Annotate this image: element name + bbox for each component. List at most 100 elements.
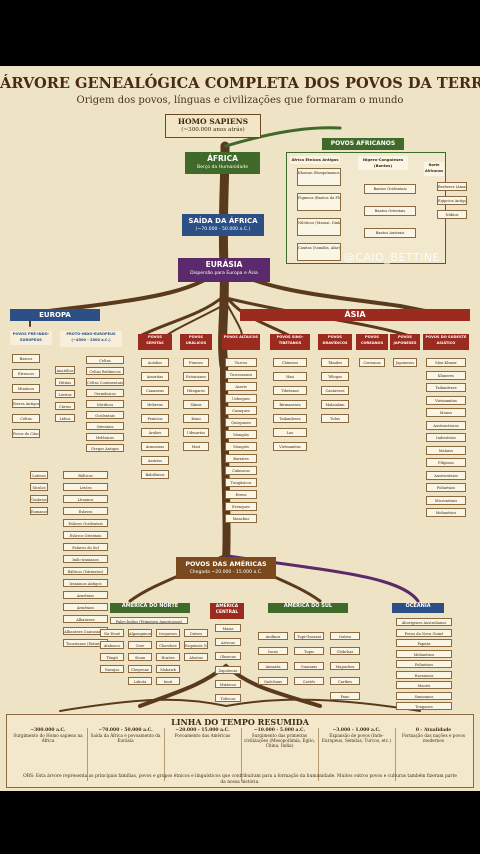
balto-slavic-item: Lituanos bbox=[63, 495, 108, 503]
italic-item: Romanos bbox=[30, 507, 48, 515]
asia-people-item: Cananeus bbox=[141, 386, 169, 395]
root-date: (~300.000 anos atrás) bbox=[181, 127, 245, 133]
asia-people-item: Austronésios bbox=[426, 470, 466, 480]
balto-slavic-item: Eslavos Ocidentais bbox=[63, 519, 108, 527]
africa-name: ÁFRICA bbox=[207, 154, 238, 163]
proto-indo-european-header: PROTO-INDO-EUROPEUS (~4500 - 2500 a.C.) bbox=[60, 331, 122, 347]
asia-people-item: Húngaros bbox=[183, 386, 209, 395]
balto-slavic-item: Armênios bbox=[63, 603, 108, 611]
asia-group-header: POVOS SINO-TIBETANOS bbox=[270, 334, 310, 350]
asia-people-item: Quirguizes bbox=[225, 418, 257, 427]
asia-group-header: POVOS SEMITAS bbox=[138, 334, 172, 350]
north-american-people-item: Mohawk bbox=[156, 665, 180, 673]
south-american-people-item: Outros bbox=[330, 632, 360, 640]
americas-sub: Chegada ~20.000 - 15.000 a.C. bbox=[189, 570, 263, 575]
central-american-people-item: Toltecas bbox=[215, 694, 241, 702]
timeline-date: ~10.000 - 5.000 a.C. bbox=[253, 728, 306, 733]
asia-group-header: POVOS COREANOS bbox=[356, 334, 388, 350]
oceania-people-item: Tonganos bbox=[396, 702, 452, 710]
central-america-header: AMÉRICA CENTRAL bbox=[210, 603, 244, 619]
timeline-text: Formação das nações e povos modernos bbox=[401, 733, 466, 743]
asia-people-item: Hebreus bbox=[141, 400, 169, 409]
african-group-header: Nigero-Congoleses (Bantos) bbox=[358, 156, 408, 170]
pre-indo-european-item: Povos do Cáucaso Antigo bbox=[12, 429, 40, 438]
north-america-header: AMÉRICA DO NORTE bbox=[110, 603, 190, 613]
eurasia-name: EURÁSIA bbox=[205, 260, 243, 269]
african-ancient-item: Nilóticos (Massai, Dinka, Nuer) bbox=[297, 218, 341, 236]
north-american-people-item: Algonquinos bbox=[128, 629, 152, 637]
asia-people-item: Han bbox=[273, 372, 307, 381]
timeline-title: LINHA DO TEMPO RESUMIDA bbox=[171, 717, 309, 727]
asia-people-item: Monos bbox=[426, 408, 466, 417]
timeline-text: Povoamento das Américas bbox=[174, 733, 231, 738]
eurasia-sub: Dispersão para Europa e Ásia bbox=[190, 271, 258, 276]
anatolian-item: Lídios bbox=[55, 414, 75, 422]
timeline-text: Saída da África e povoamento da Eurásia bbox=[90, 733, 161, 743]
north-african-item: Núbios bbox=[437, 210, 467, 219]
african-peoples-header: POVOS AFRICANOS bbox=[322, 138, 404, 150]
asia-group-header: POVOS DRAVÍDICOS bbox=[318, 334, 352, 350]
timeline-date: ~70.000 - 50.000 a.C. bbox=[98, 728, 153, 733]
south-american-people-item: Tupi-Guarani bbox=[294, 632, 324, 640]
asia-people-item: Babilônios bbox=[141, 470, 169, 479]
indo-european-item: Germânicos bbox=[86, 389, 124, 397]
north-american-people-item: Tlingit bbox=[100, 653, 124, 661]
balto-slavic-item: Bálticos (Sármatas) bbox=[63, 567, 108, 575]
asia-people-item: Mongóis bbox=[225, 430, 257, 439]
timeline-date: 0 - Atualidade bbox=[415, 728, 452, 733]
north-american-people-item: Esquimós (Inuítes) bbox=[184, 641, 208, 649]
african-group-header: Norte Africanos bbox=[424, 162, 444, 176]
timeline-panel bbox=[6, 714, 474, 788]
asia-people-item: Tâmiles bbox=[321, 358, 349, 367]
indo-european-item: Celtas Britânicos bbox=[86, 367, 124, 375]
north-american-people-item: Cherokee bbox=[156, 641, 180, 649]
central-american-people-item: Maias bbox=[215, 624, 241, 632]
central-american-people-item: Zapotecas bbox=[215, 666, 241, 674]
south-american-people-item: Incas bbox=[258, 647, 288, 655]
timeline-entry: ~3.000 - 1.000 a.C.Expansão de povos (In… bbox=[318, 728, 394, 781]
indo-european-item: Nórdicos bbox=[86, 400, 124, 408]
south-american-people-item: Pano bbox=[330, 692, 360, 700]
bantu-item: Bantos Austrais bbox=[364, 228, 416, 238]
italic-item: Úmbrios bbox=[30, 495, 48, 503]
timeline-text: Surgimento das primeiras civilizações (M… bbox=[243, 733, 316, 748]
asia-people-item: Vietnamitas bbox=[426, 395, 466, 405]
americas-name: POVOS DAS AMÉRICAS bbox=[185, 560, 267, 568]
central-american-people-item: Olmecas bbox=[215, 652, 241, 660]
poster-subtitle: Origem dos povos, línguas e civilizações… bbox=[76, 95, 404, 106]
homo-sapiens-root: HOMO SAPIENS (~300.000 anos atrás) bbox=[165, 114, 261, 138]
asia-people-item: Evenques bbox=[225, 502, 257, 511]
europe-header: EUROPA bbox=[10, 309, 100, 321]
africa-sub: Berço da Humanidade bbox=[196, 165, 249, 170]
south-american-people-item: Quéchuas bbox=[258, 677, 288, 685]
asia-people-item: Melanésios bbox=[426, 508, 466, 517]
asia-group-header: POVOS URÁLICOS bbox=[180, 334, 212, 350]
north-african-item: Egípcios Antigos bbox=[437, 196, 467, 205]
asia-people-item: Amoritas bbox=[141, 372, 169, 381]
timeline-entry: ~70.000 - 50.000 a.C.Saída da África e p… bbox=[87, 728, 163, 781]
anatolian-item: Hititas bbox=[55, 378, 75, 386]
oceania-people-item: Aborígenes Australianos bbox=[396, 618, 452, 626]
asia-group-header: POVOS DO SUDESTE ASIÁTICO bbox=[423, 334, 469, 350]
asia-people-item: Malaios bbox=[426, 445, 466, 455]
asia-people-item: Assírios bbox=[141, 456, 169, 465]
asia-people-item: Uzbeques bbox=[225, 394, 257, 403]
pre-indo-european-item: Iberos Antigos bbox=[12, 399, 40, 408]
oceania-people-item: Papuás bbox=[396, 639, 452, 647]
north-american-people-item: Aleutas bbox=[184, 653, 208, 661]
asia-people-item: Coreanos bbox=[359, 358, 385, 367]
indo-european-item: Orientais bbox=[86, 422, 124, 430]
south-american-people-item: Caetés bbox=[294, 677, 324, 685]
asia-people-item: Evens bbox=[225, 490, 257, 499]
timeline-date: ~20.000 - 15.000 a.C. bbox=[175, 728, 230, 733]
south-american-people-item: Andinos bbox=[258, 632, 288, 640]
asia-people-item: Fenícios bbox=[141, 414, 169, 423]
south-american-people-item: Chibchas bbox=[330, 647, 360, 655]
asia-people-item: Azeris bbox=[225, 382, 257, 391]
oceania-header: OCEANIA bbox=[392, 603, 444, 613]
oceania-people-item: Melanésios bbox=[396, 649, 452, 658]
pre-indo-european-item: Bascos bbox=[12, 354, 40, 363]
genealogy-poster: ÁRVORE GENEALÓGICA COMPLETA DOS POVOS DA… bbox=[0, 66, 480, 791]
north-american-people-item: Navajos bbox=[100, 665, 124, 673]
